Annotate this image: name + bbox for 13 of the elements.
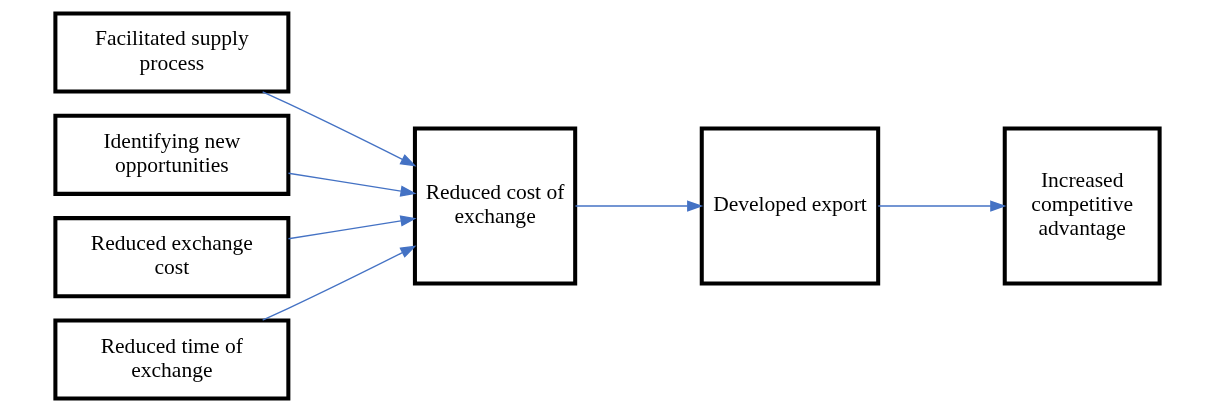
arrow — [261, 245, 416, 321]
node-box: Reduced cost of exchange — [412, 126, 577, 286]
node-box: Developed export — [699, 126, 880, 286]
node-box: Identifying new opportunities — [52, 113, 290, 196]
node-box: Facilitated supply process — [52, 11, 290, 94]
arrow — [287, 215, 417, 240]
node-box: Reduced exchange cost — [52, 216, 290, 299]
arrow — [574, 200, 703, 212]
arrow — [261, 91, 416, 167]
node-box: Reduced time of exchange — [52, 318, 290, 401]
arrow — [287, 172, 417, 197]
arrow — [877, 200, 1006, 212]
node-box: Increased competitive advantage — [1002, 126, 1162, 286]
